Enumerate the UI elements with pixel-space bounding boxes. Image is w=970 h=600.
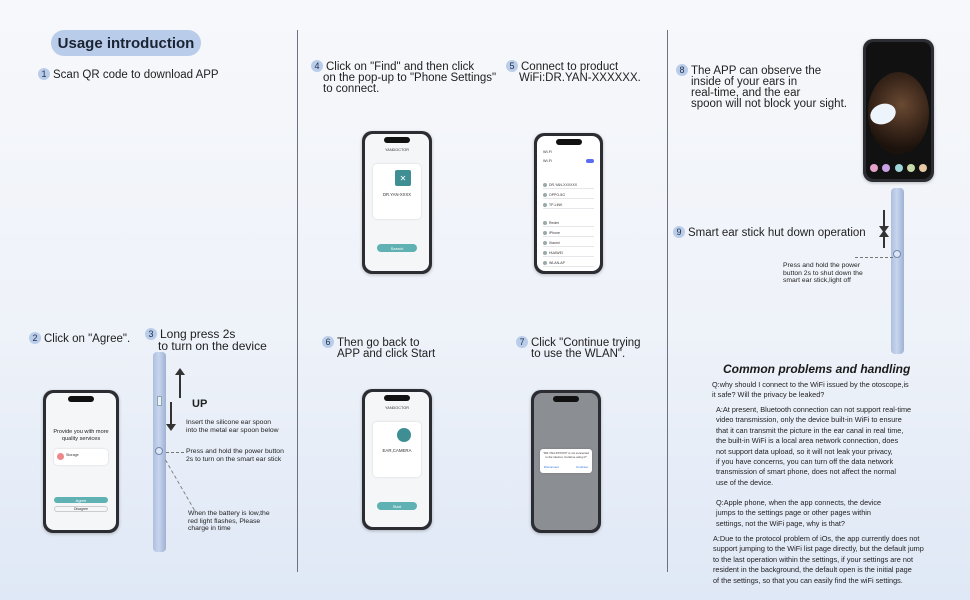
photo-icon[interactable] xyxy=(870,164,878,172)
continue-button[interactable]: Continue xyxy=(575,465,588,469)
gallery-icon[interactable] xyxy=(906,164,915,172)
step-3-number: 3 xyxy=(145,328,157,340)
phone-wifi: Wi-Fi Wi-Fi DR.YAN-XXXXXX OPPO-5G TP-LIN… xyxy=(534,133,603,274)
step-1-text: Scan QR code to download APP xyxy=(53,69,219,81)
phone-start: YANDOCTOR EAR,CAMERA Start xyxy=(362,389,432,530)
wifi-row[interactable]: WLAN-AP xyxy=(543,259,594,267)
wifi-header: Wi-Fi xyxy=(543,150,552,154)
faq-answer-1: A:At present, Bluetooth connection can n… xyxy=(716,405,912,487)
step-2-text: Click on "Agree". xyxy=(44,333,131,345)
faq-title: Common problems and handling xyxy=(723,362,911,376)
capture-icon[interactable] xyxy=(894,164,903,172)
up-label: UP xyxy=(192,398,208,410)
page-title: Usage introduction xyxy=(51,30,201,56)
step-6-number: 6 xyxy=(322,336,334,348)
phone-find: YANDOCTOR ✕ DR.YAN-XXXX Search xyxy=(362,131,432,274)
wifi-toggle[interactable] xyxy=(586,159,594,163)
wifi-row[interactable]: DR.YAN-XXXXXX xyxy=(543,181,594,189)
step-1-number: 1 xyxy=(38,68,50,80)
faq-question-2: Q:Apple phone, when the app connects, th… xyxy=(716,498,882,528)
find-app-title: YANDOCTOR xyxy=(385,148,409,152)
step-2-number: 2 xyxy=(29,332,41,344)
up-arrow-icon xyxy=(179,372,181,398)
power-button-right-icon[interactable] xyxy=(893,250,901,258)
start-app-title: YANDOCTOR xyxy=(385,406,409,410)
step-7-number: 7 xyxy=(516,336,528,348)
phone-wlan: "DR.YAN-XXXXXX" is not connected to the … xyxy=(531,390,601,533)
phone-ear-view xyxy=(863,39,934,182)
faq-question-1: Q:why should I connect to the WiFi issue… xyxy=(712,380,909,400)
start-button[interactable]: Start xyxy=(377,502,417,510)
storage-icon xyxy=(57,453,64,460)
disagree-button[interactable]: Disagree xyxy=(54,506,108,512)
disconnect-button[interactable]: Disconnect xyxy=(544,465,559,469)
wifi-row[interactable]: iPhone xyxy=(543,229,594,237)
up-arrow-right-icon xyxy=(883,234,885,248)
search-button[interactable]: Search xyxy=(377,244,417,252)
phone-agree: Provide you with more quality services S… xyxy=(43,390,119,533)
wifi-row[interactable]: Redmi xyxy=(543,219,594,227)
device-logo-icon: ✕ xyxy=(395,170,411,186)
silicone-spoon-icon xyxy=(157,396,162,406)
video-icon[interactable] xyxy=(882,164,891,172)
step-9-number: 9 xyxy=(673,226,685,238)
settings-icon[interactable] xyxy=(919,164,927,172)
ear-stick-right xyxy=(891,188,904,354)
down-arrow-icon xyxy=(170,402,172,426)
power-button-icon[interactable] xyxy=(155,447,163,455)
wlan-dialog: "DR.YAN-XXXXXX" is not connected to the … xyxy=(540,449,592,473)
camera-card[interactable]: EAR,CAMERA xyxy=(373,422,421,477)
device-name: DR.YAN-XXXX xyxy=(382,192,412,197)
wifi-row[interactable]: OPPO-5G xyxy=(543,191,594,199)
agree-button[interactable]: Agree xyxy=(54,497,108,503)
agree-heading: Provide you with more quality services xyxy=(53,429,109,442)
device-card[interactable]: ✕ DR.YAN-XXXX xyxy=(373,164,421,219)
wifi-row[interactable]: HUAWEI xyxy=(543,249,594,257)
camera-controls xyxy=(870,164,927,172)
step-5-number: 5 xyxy=(506,60,518,72)
down-arrow-right-icon xyxy=(883,210,885,228)
wifi-row[interactable]: Xiaomi xyxy=(543,239,594,247)
step-8-number: 8 xyxy=(676,64,688,76)
permission-card: Storage xyxy=(54,449,108,465)
wifi-row[interactable]: TP-LINK xyxy=(543,201,594,209)
faq-answer-2: A:Due to the protocol problem of iOs, th… xyxy=(713,534,924,585)
camera-icon xyxy=(397,428,411,442)
wifi-label: Wi-Fi xyxy=(543,159,552,163)
column-divider-right xyxy=(667,30,668,572)
step-4-number: 4 xyxy=(311,60,323,72)
camera-name: EAR,CAMERA xyxy=(382,448,412,453)
column-divider-left xyxy=(297,30,298,572)
